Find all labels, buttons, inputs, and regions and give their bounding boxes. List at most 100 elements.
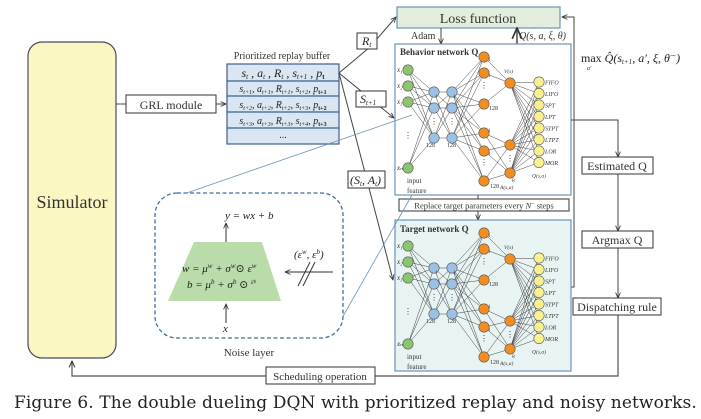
input-node-label: x₂ — [396, 82, 403, 90]
output-node — [533, 88, 545, 100]
input-node-label: x₁ — [396, 66, 403, 74]
next-state-label: St+1 — [360, 92, 376, 107]
input-caption: input — [407, 353, 421, 361]
output-action-label: FIFO — [544, 257, 559, 263]
output-node — [533, 263, 545, 275]
input-node-label: x₂ — [396, 258, 403, 266]
value-stream-node — [478, 51, 490, 63]
index-label: 1 — [488, 152, 491, 157]
hidden-size-label: 128 — [447, 143, 456, 149]
index-label: 1 — [453, 271, 456, 276]
index-label: 1 — [435, 95, 438, 100]
output-action-label: LOR — [544, 326, 557, 332]
input-node — [402, 96, 414, 108]
replay-buffer-title: Prioritized replay buffer — [234, 51, 331, 62]
buffer-row: st , at , Rt , st+1 , pt — [241, 66, 325, 81]
output-node — [533, 145, 545, 157]
input-node-label: x₃ — [396, 274, 403, 282]
noise-epsilon-label: (εw, εb) — [294, 248, 324, 261]
q-target-label: max Q̂(st+1, a′, ξ, θ⁻) — [581, 51, 680, 66]
advantage-node — [504, 343, 516, 355]
buffer-row-ellipsis: ... — [279, 130, 287, 141]
replace-target-box — [398, 198, 570, 212]
input-caption: input — [407, 177, 421, 185]
advantage-stream-node — [478, 321, 490, 333]
input-node — [402, 80, 414, 92]
advantage-node — [504, 139, 516, 151]
output-node — [533, 76, 545, 88]
advantage-stream-size-label: 128 — [490, 360, 499, 366]
ellipsis-dots: ⋮ — [404, 307, 412, 316]
ellipsis-dots: ⋮ — [506, 154, 514, 163]
output-node — [533, 298, 545, 310]
output-node — [533, 122, 545, 134]
hidden-size-label: 128 — [447, 319, 456, 325]
value-stream-node — [478, 243, 490, 255]
buffer-row: st+2, at+2, Rt+2, st+3, pt+2 — [239, 100, 326, 112]
ellipsis-dots: ⋮ — [480, 158, 488, 167]
ellipsis-dots: ⋮ — [448, 293, 456, 302]
output-node — [533, 157, 545, 169]
value-stream-node — [478, 274, 490, 286]
output-action-label: LPT — [544, 291, 556, 297]
input-node — [402, 64, 414, 76]
input-node-label: x₃ — [396, 98, 403, 106]
hidden-node — [428, 102, 440, 114]
hidden-node — [446, 308, 458, 320]
index-label: 1 — [488, 234, 491, 239]
output-action-label: SPT — [545, 280, 556, 286]
output-node — [533, 321, 545, 333]
value-stream-size-label: 128 — [489, 106, 498, 112]
output-node — [533, 99, 545, 111]
value-label: V(s) — [504, 68, 513, 75]
output-node — [533, 252, 545, 264]
advantage-stream-node — [478, 175, 490, 187]
scheduling-operation-box — [265, 366, 376, 385]
output-action-label: SPT — [545, 104, 556, 110]
input-caption: feature — [407, 363, 426, 371]
output-node — [533, 332, 545, 344]
advantage-stream-node — [478, 127, 490, 139]
output-label: Q(s,a) — [532, 349, 546, 356]
output-node — [533, 275, 545, 287]
ellipsis-dots: ⋮ — [404, 131, 412, 140]
advantage-label: A(s,a) — [499, 360, 513, 367]
value-node — [504, 77, 516, 89]
output-action-label: LIFO — [544, 92, 559, 98]
dispatching-rule-label: Dispatching rule — [577, 300, 657, 314]
input-node — [402, 240, 414, 252]
value-label: V(s) — [504, 244, 513, 251]
input-caption: feature — [407, 187, 426, 195]
q-behavior-label: Q(s, a, ξ, θ) — [519, 31, 567, 42]
value-stream-size-label: 128 — [489, 282, 498, 288]
ellipsis-dots: ⋮ — [430, 293, 438, 302]
noise-slash-1 — [297, 261, 311, 287]
noise-layer-title: Noise layer — [224, 347, 275, 359]
noise-input-label: x — [222, 323, 228, 335]
index-label: 1 — [435, 271, 438, 276]
ellipsis-dots: ⋮ — [506, 330, 514, 339]
q-target-max-sub: a′ — [587, 66, 592, 72]
output-action-label: MOR — [544, 161, 558, 167]
advantage-stream-node — [478, 351, 490, 363]
advantage-stream-node — [478, 145, 490, 157]
estimated-q-label: Estimated Q — [587, 159, 647, 173]
input-node — [402, 162, 414, 174]
hidden-node — [446, 86, 458, 98]
hidden-node — [446, 102, 458, 114]
output-action-label: LOR — [544, 150, 557, 156]
noise-output-eq: y = wx + b — [224, 210, 274, 222]
advantage-stream-size-label: 128 — [490, 184, 499, 190]
reward-label-box — [356, 32, 378, 50]
output-action-label: LIFO — [544, 268, 559, 274]
noise-trapezoid — [168, 242, 281, 301]
argmax-q-label: Argmax Q — [592, 233, 643, 247]
state-action-label-box — [347, 170, 386, 189]
hidden-node — [446, 262, 458, 274]
advantage-node — [504, 167, 516, 179]
output-action-label: LTPT — [544, 314, 559, 320]
dispatching-rule-box — [572, 297, 662, 316]
